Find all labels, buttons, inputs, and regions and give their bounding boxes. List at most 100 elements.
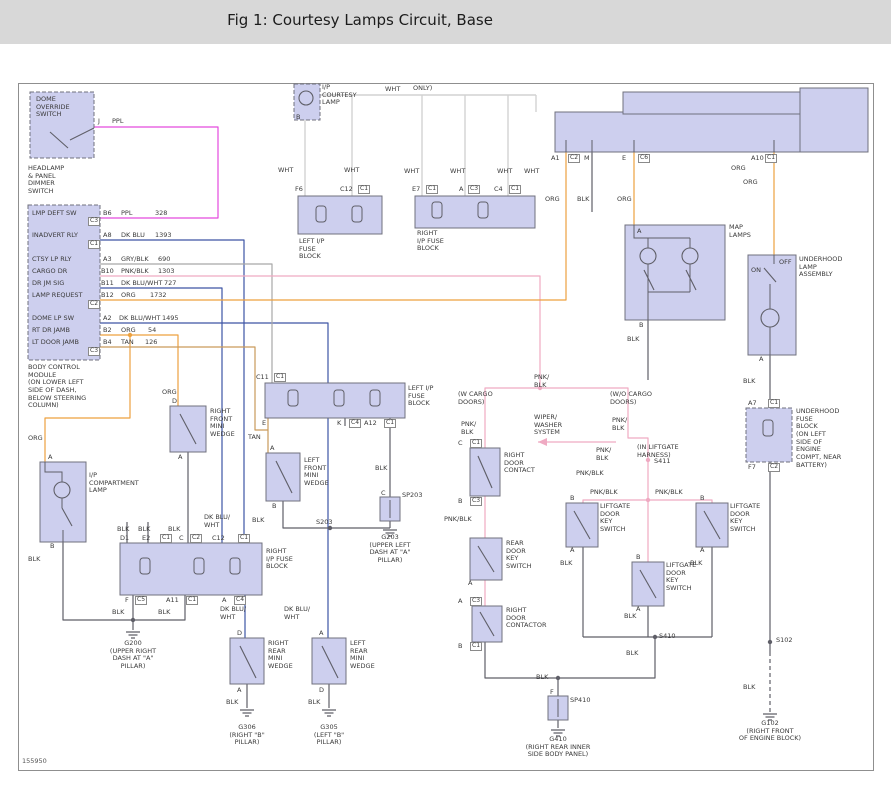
diagram-label: DR JM SIG: [32, 279, 65, 287]
splice-dot: [645, 457, 651, 463]
diagram-label: B: [570, 494, 575, 502]
diagram-label: 727: [164, 279, 177, 287]
ground-icon: [322, 709, 336, 717]
diagram-label: S411: [654, 457, 671, 465]
right-ip-fuse-block-lower-label: RIGHT I/P FUSE BLOCK: [266, 547, 293, 571]
diagram-label: C1: [160, 534, 173, 543]
switch-contact: [573, 510, 591, 540]
diagram-label: S203: [316, 518, 333, 526]
g102-label: G102 (RIGHT FRONT OF ENGINE BLOCK): [738, 719, 802, 743]
diagram-label: CARGO DR: [32, 267, 68, 275]
right-rear-mini-wedge-label: RIGHT REAR MINI WEDGE: [268, 639, 293, 670]
fuse-symbol: [193, 557, 205, 575]
switch-contact: [61, 507, 73, 527]
harness-block-2: [622, 91, 818, 115]
diagram-label: C2: [568, 154, 581, 163]
dome-override-switch-label: DOME OVERRIDE SWITCH: [36, 95, 70, 119]
rear-door-key-switch-label: REAR DOOR KEY SWITCH: [506, 539, 532, 570]
diagram-label: BLK: [375, 464, 388, 472]
diagram-label: TAN: [248, 433, 261, 441]
diagram-label: BLK: [117, 525, 130, 533]
diagram-label: DK BLU: [121, 231, 145, 239]
diagram-label: (W CARGO DOORS): [458, 390, 493, 406]
diagram-label: WHT: [450, 167, 466, 175]
splice-dot: [327, 525, 333, 531]
wire-blk: [62, 542, 133, 621]
diagram-label: BLK: [743, 377, 756, 385]
switch-contact: [477, 455, 493, 489]
diagram-label: A11: [166, 596, 179, 604]
diagram-label: DK BLU/WHT: [121, 279, 163, 287]
diagram-label: BLK: [560, 559, 573, 567]
left-rear-mini-wedge-label: LEFT REAR MINI WEDGE: [350, 639, 375, 670]
splice-dot: [127, 332, 133, 338]
lamp-icon: [53, 481, 71, 499]
diagram-label: TAN: [121, 338, 134, 346]
underhood-lamp-assembly: [747, 254, 797, 356]
diagram-label: A: [459, 185, 464, 193]
diagram-label: PNK/ BLK: [461, 420, 477, 436]
diagram-label: B: [272, 502, 277, 510]
left-front-mini-wedge-label: LEFT FRONT MINI WEDGE: [304, 456, 329, 487]
diagram-label: BLK: [226, 698, 239, 706]
g200-label: G200 (UPPER RIGHT DASH AT "A" PILLAR): [109, 639, 157, 670]
wire-ppl: [94, 126, 219, 219]
right-door-contactor-label: RIGHT DOOR CONTACTOR: [506, 606, 547, 630]
diagram-label: RT DR JAMB: [32, 326, 70, 334]
diagram-label: B: [636, 553, 641, 561]
splice-dot: [130, 617, 136, 623]
diagram-label: A: [637, 227, 642, 235]
switch-contact: [685, 269, 697, 291]
diagram-label: B: [458, 642, 463, 650]
diagram-label: C3: [470, 597, 483, 606]
underhood-fuse-block: [745, 407, 793, 463]
harness-block-3: [799, 87, 869, 153]
diagram-label: WHT: [278, 166, 294, 174]
fuse-symbol: [315, 205, 327, 223]
diagram-label: CTSY LP RLY: [32, 255, 72, 263]
g203-label: G203 (UPPER LEFT DASH AT "A" PILLAR): [369, 533, 411, 564]
diagram-label: DK BLU/ WHT: [204, 513, 231, 529]
diagram-label: C11: [256, 373, 269, 381]
wire-org: [44, 335, 131, 462]
right-door-contactor: [471, 605, 503, 643]
diagram-label: C6: [638, 154, 651, 163]
diagram-label: C3: [88, 347, 101, 356]
switch-contact: [179, 413, 197, 445]
diagram-label: C: [381, 489, 386, 497]
diagram-label: 126: [145, 338, 158, 346]
switch-contact: [479, 611, 495, 637]
right-ip-fuse-block-top-label: RIGHT I/P FUSE BLOCK: [417, 229, 444, 253]
diagram-label: E2: [142, 534, 151, 542]
diagram-label: A: [700, 546, 705, 554]
fuse-symbol: [139, 557, 151, 575]
diagram-label: F: [550, 688, 554, 696]
g305-label: G305 (LEFT "B" PILLAR): [313, 723, 345, 747]
diagram-label: A: [319, 629, 324, 637]
diagram-label: S410: [659, 632, 676, 640]
diagram-label: SP203: [402, 491, 423, 499]
wire-arrow: [538, 438, 547, 446]
diagram-label: C1: [238, 534, 251, 543]
component-internal-wire: [633, 225, 690, 239]
diagram-label: F6: [295, 185, 303, 193]
wire-blk: [484, 642, 558, 679]
diagram-label: A8: [103, 231, 112, 239]
wire-dkblu: [100, 239, 245, 543]
diagram-label: C1: [88, 240, 101, 249]
diagram-label: BLK: [138, 525, 151, 533]
diagram-label: PNK/BLK: [576, 469, 604, 477]
diagram-label: B: [50, 542, 55, 550]
diagram-label: C1: [384, 419, 397, 428]
diagram-label: 328: [155, 209, 168, 217]
diagram-label: PNK/BLK: [655, 488, 683, 496]
bcm-label: BODY CONTROL MODULE (ON LOWER LEFT SIDE …: [28, 363, 87, 410]
wire-pnk: [484, 387, 540, 448]
liftgate-door-key-switch-right-label: LIFTGATE DOOR KEY SWITCH: [730, 502, 761, 533]
diagram-label: BLK: [308, 698, 321, 706]
diagram-label: ONLY): [413, 84, 433, 92]
diagram-label: C12: [212, 534, 225, 542]
diagram-label: J: [98, 117, 100, 125]
ip-courtesy-lamp: [293, 83, 321, 121]
diagram-label: A: [222, 596, 227, 604]
